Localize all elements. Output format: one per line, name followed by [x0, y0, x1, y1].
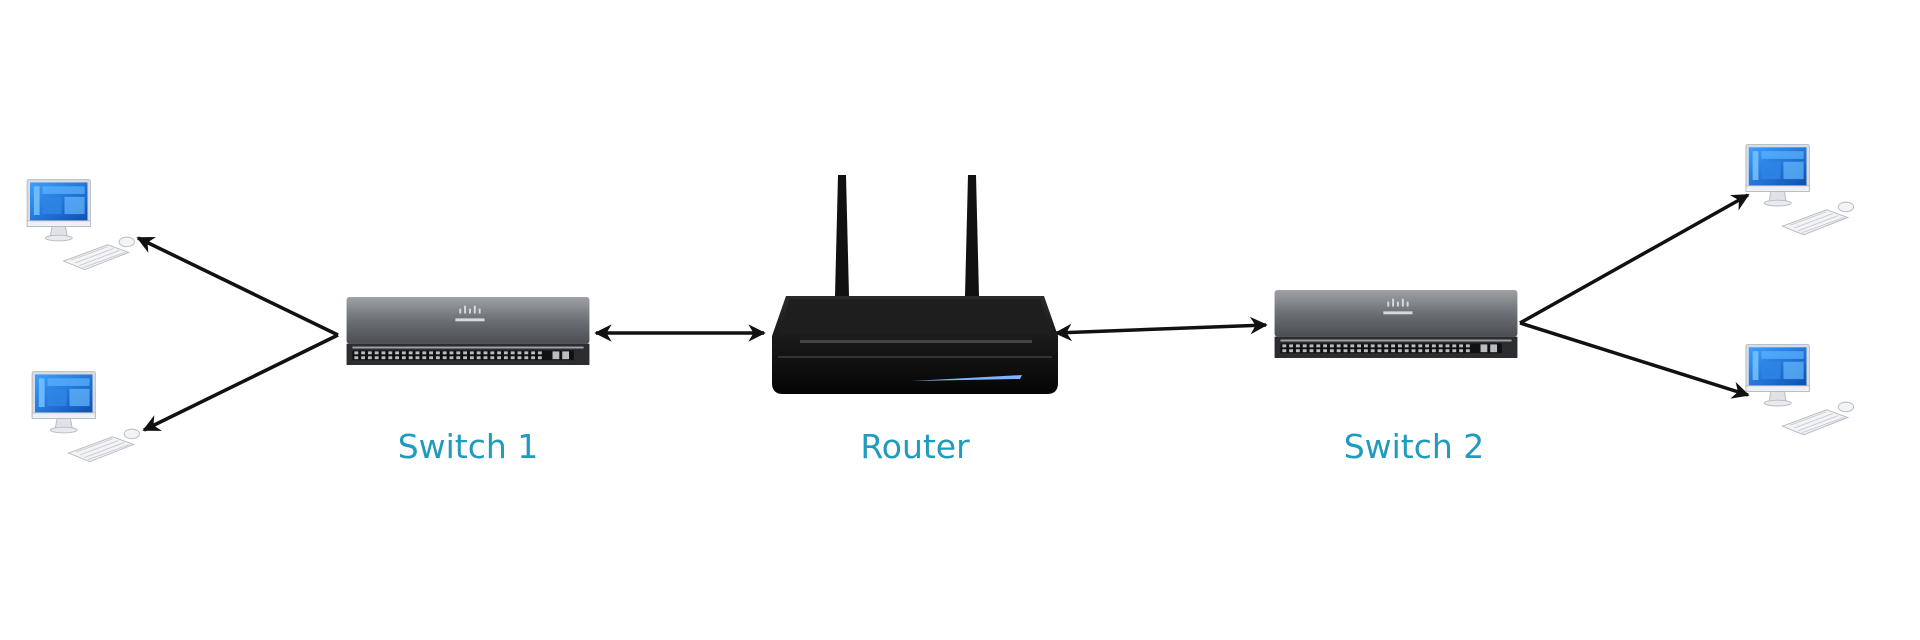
link-switch1-pc-left-bottom — [142, 333, 339, 432]
desktop-computer-icon — [1745, 143, 1855, 236]
link-switch1-pc-left-top — [136, 236, 339, 337]
router-label: Router — [860, 427, 970, 466]
switch1-label: Switch 1 — [398, 427, 539, 466]
switch2-label: Switch 2 — [1344, 427, 1485, 466]
network-switch-icon — [1274, 290, 1518, 358]
link-router-switch2 — [1054, 316, 1268, 342]
desktop-computer-icon — [31, 371, 140, 463]
desktop-computer-icon — [1745, 343, 1855, 436]
desktop-computer-icon — [26, 179, 135, 271]
wireless-router-icon — [772, 175, 1058, 394]
link-switch2-pc-right-bottom — [1519, 321, 1750, 399]
links — [136, 193, 1750, 432]
link-switch2-pc-right-top — [1519, 193, 1750, 325]
network-switch-icon — [346, 297, 590, 365]
